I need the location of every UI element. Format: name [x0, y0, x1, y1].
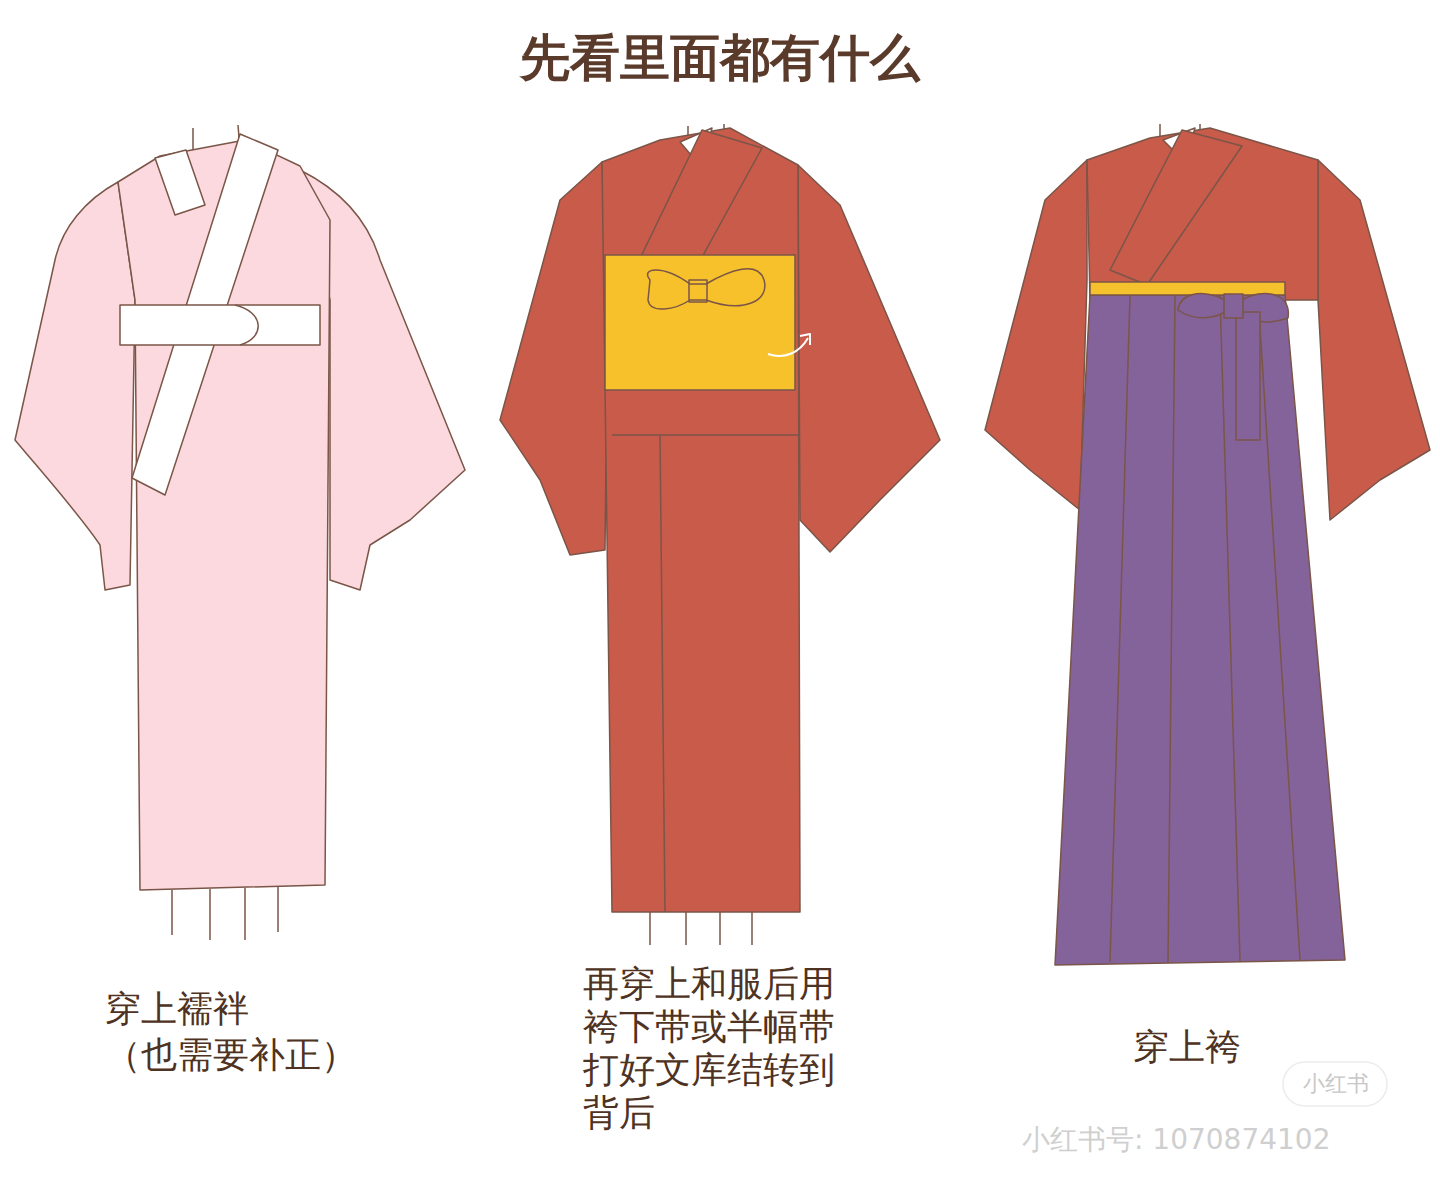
leg-line	[751, 912, 753, 945]
sleeve	[1318, 160, 1430, 520]
kimono-body	[1087, 128, 1318, 300]
sleeve	[798, 165, 940, 552]
leg-line	[171, 890, 173, 935]
pleat-line	[1168, 296, 1175, 963]
obi	[605, 255, 795, 390]
turn-arrow	[768, 338, 808, 356]
title: 先看里面都有什么	[0, 26, 1440, 90]
kimono-body	[602, 128, 800, 912]
leg-line	[277, 887, 279, 932]
hakama-figure	[985, 124, 1430, 965]
belt	[120, 305, 320, 345]
kimono-figure	[500, 124, 940, 945]
caption: 再穿上和服后用 袴下带或半幅带 打好文库结转到 背后	[583, 962, 888, 1134]
bunko-bow	[648, 269, 765, 309]
collar	[1110, 130, 1242, 285]
sleeve	[500, 162, 608, 555]
caption: 穿上袴	[1133, 1024, 1333, 1070]
bow-knot	[689, 280, 707, 302]
bow-knot	[1224, 294, 1243, 318]
seam-line	[660, 435, 665, 912]
leg-line	[244, 888, 246, 940]
hakama	[1055, 295, 1345, 965]
pleat-line	[1258, 296, 1300, 960]
belt	[1090, 282, 1285, 295]
hakama-bow	[1178, 294, 1225, 318]
leg-line	[685, 912, 687, 945]
watermark: 小红书号: 1070874102	[1022, 1122, 1422, 1158]
collar	[155, 150, 205, 215]
leg-line	[719, 912, 721, 945]
sleeve	[985, 160, 1087, 510]
bow-tail	[1236, 312, 1260, 440]
fold-line	[612, 434, 800, 436]
watermark-badge	[1283, 1062, 1387, 1106]
juban-figure	[15, 125, 465, 940]
turn-arrow	[800, 334, 810, 345]
caption: 穿上襦袢 （也需要补正）	[105, 986, 385, 1078]
belt-fold	[235, 305, 258, 345]
leg-line	[209, 889, 211, 940]
leg-line	[649, 912, 651, 945]
sleeve	[15, 182, 135, 590]
watermark: 小红书	[1290, 1069, 1382, 1099]
pleat-line	[1110, 296, 1130, 962]
